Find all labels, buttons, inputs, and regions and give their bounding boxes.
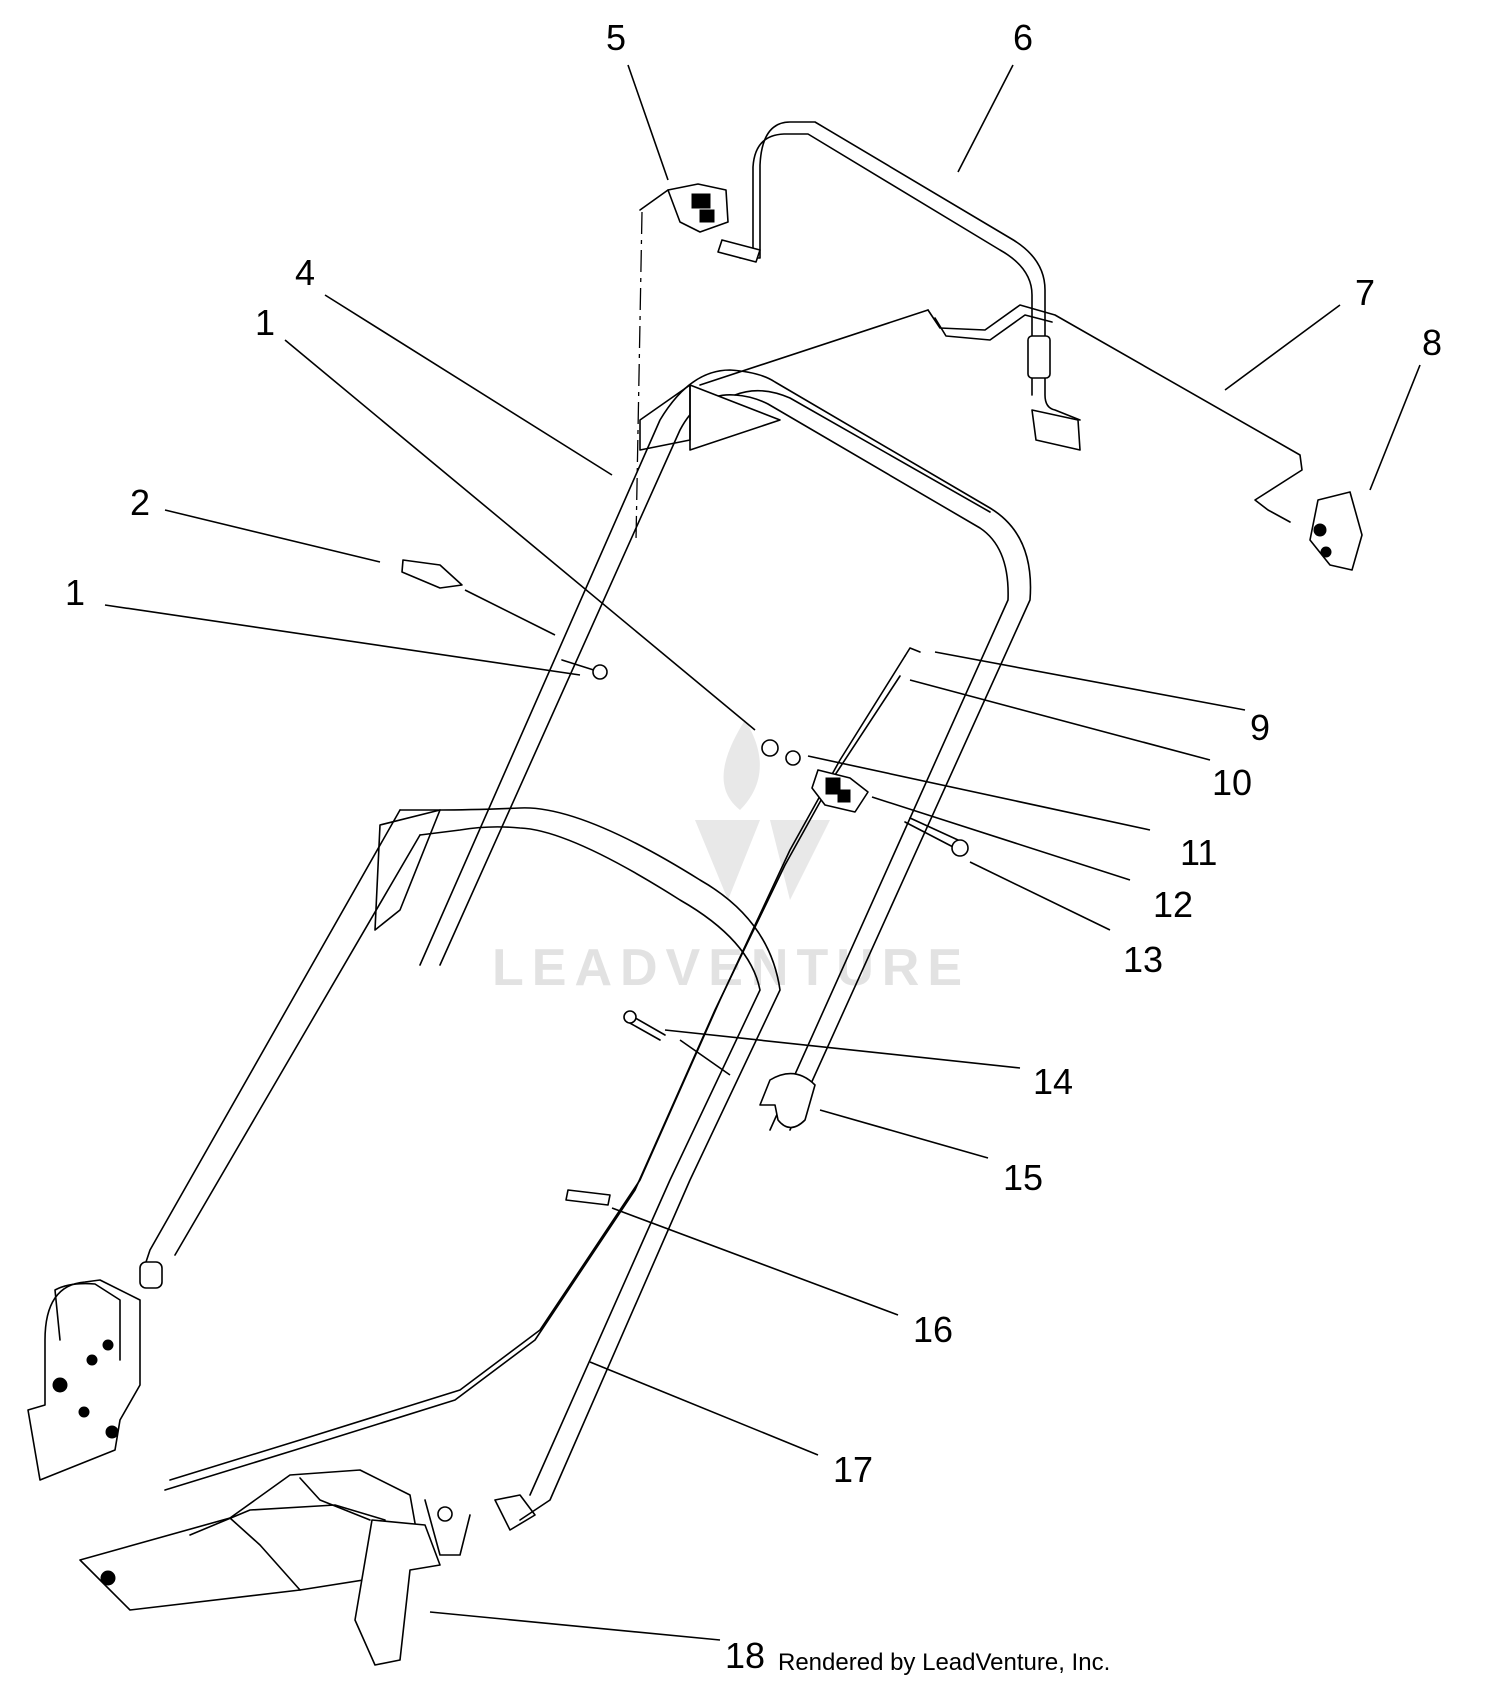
upper-handle: [419, 309, 1032, 1131]
leader-lines: [104, 64, 1421, 1641]
leader-4: [324, 294, 613, 476]
leader-1b: [104, 604, 581, 676]
callout-1b: 1: [65, 572, 85, 613]
leader-10: [909, 679, 1211, 761]
callout-4: 4: [295, 252, 315, 293]
rear-deflector: [79, 1469, 441, 1666]
alignment-line: [635, 211, 643, 541]
callout-17: 17: [833, 1449, 873, 1490]
switch-bracket-left: [639, 183, 729, 233]
washer: [785, 750, 801, 766]
leader-2: [164, 509, 381, 563]
watermark-text: LEADVENTURE: [492, 939, 970, 997]
leader-16: [611, 1207, 899, 1316]
bolt: [904, 817, 969, 857]
callout-12: 12: [1153, 884, 1193, 925]
callout-14: 14: [1033, 1061, 1073, 1102]
leader-12: [871, 796, 1131, 881]
callout-11: 11: [1180, 832, 1217, 873]
nut: [761, 739, 779, 757]
callout-7: 7: [1355, 272, 1375, 313]
watermark: LEADVENTURE: [492, 720, 970, 997]
handle-knob: [759, 1072, 816, 1129]
leader-11: [807, 755, 1151, 831]
handle-bolt: [561, 659, 608, 680]
leader-14b: [679, 1039, 731, 1076]
callout-labels: 5 6 4 1 7 8 2 1 9 10 11 12 13 14 15 16 1…: [65, 17, 1442, 1676]
leader-2b: [464, 589, 556, 636]
callout-18: 18: [725, 1635, 765, 1676]
control-cable: [164, 647, 921, 1491]
leader-13: [969, 861, 1111, 931]
callout-9: 9: [1250, 707, 1270, 748]
cable-clamp: [811, 769, 869, 813]
screw: [623, 1010, 666, 1041]
leader-15: [819, 1109, 989, 1159]
callout-5: 5: [606, 17, 626, 58]
control-rod: [927, 304, 1303, 523]
height-adjust-plate: [27, 1261, 163, 1481]
leader-8: [1369, 364, 1421, 491]
leader-7: [1224, 304, 1341, 391]
leader-9: [934, 651, 1246, 711]
render-credit: Rendered by LeadVenture, Inc.: [778, 1649, 1110, 1676]
leader-18: [429, 1611, 721, 1641]
leader-6: [957, 64, 1014, 173]
lower-handle: [144, 807, 781, 1556]
leader-14: [664, 1029, 1021, 1069]
callout-10: 10: [1212, 762, 1252, 803]
callout-2: 2: [130, 482, 150, 523]
callout-15: 15: [1003, 1157, 1043, 1198]
callout-13: 13: [1123, 939, 1163, 980]
leader-1a: [284, 339, 756, 731]
leader-5: [627, 64, 669, 181]
hitch-pin: [401, 559, 463, 589]
cable-tie: [565, 1189, 611, 1206]
switch-bracket-right: [1309, 491, 1363, 571]
callout-1a: 1: [255, 302, 275, 343]
callout-16: 16: [913, 1309, 953, 1350]
callout-6: 6: [1013, 17, 1033, 58]
leader-17: [589, 1361, 819, 1456]
bail-bar: [717, 121, 1081, 451]
callout-8: 8: [1422, 322, 1442, 363]
